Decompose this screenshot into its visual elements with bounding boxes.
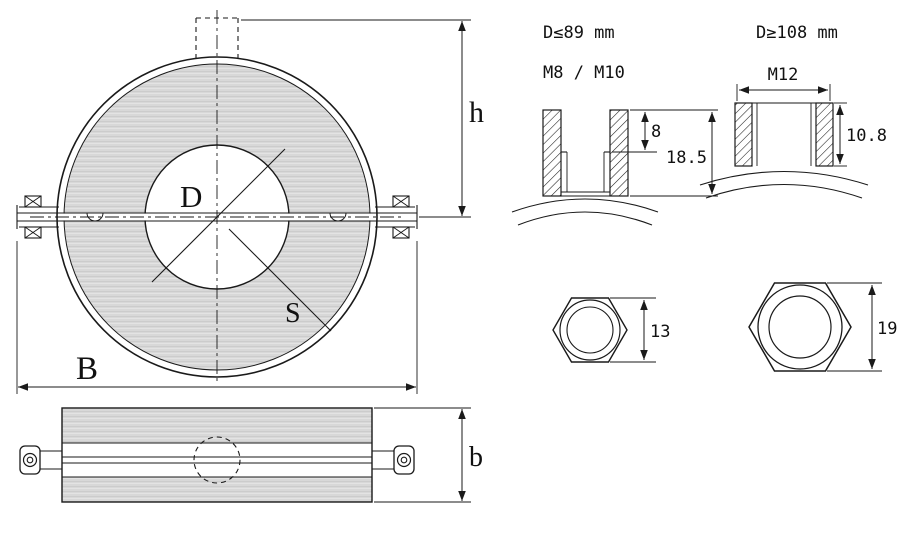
left-end-bracket xyxy=(19,445,62,475)
dimension-B: B xyxy=(16,241,418,394)
dim-h-label: h xyxy=(469,96,484,129)
slab-outline xyxy=(61,407,373,503)
bolt-hole-inner xyxy=(26,456,34,464)
large-boss-thread: M12 xyxy=(768,65,799,85)
top-boss-hidden-outline xyxy=(195,17,239,62)
hidden-boss-circle xyxy=(193,436,241,484)
label-gap-S: S xyxy=(285,298,301,329)
dim-19-label: 19 xyxy=(877,319,897,339)
label-bore-D: D xyxy=(180,179,202,214)
clamp-band xyxy=(62,443,372,477)
right-bolt-assembly xyxy=(375,195,418,239)
hex-outline xyxy=(748,282,852,372)
boss-wall-left xyxy=(542,109,562,197)
side-view xyxy=(19,407,415,503)
detail-small-boss: D≤89 mm M8 / M10 8 18.5 xyxy=(511,23,718,226)
pipe-arc-outer xyxy=(699,170,869,186)
dim-b-label: b xyxy=(469,442,483,473)
dim-10-8-label: 10.8 xyxy=(846,126,887,146)
right-end-bracket xyxy=(372,445,415,475)
boss-wall-right xyxy=(609,109,629,197)
washer-face-circle xyxy=(757,284,843,370)
left-bolt-assembly xyxy=(16,195,59,239)
nut-large: 19 xyxy=(748,282,897,372)
left-notch xyxy=(86,212,104,222)
dimension-h: h xyxy=(241,19,484,218)
small-boss-condition: D≤89 mm xyxy=(543,23,615,43)
bore-diameter-line xyxy=(151,148,286,283)
pipe-arc-outer xyxy=(511,198,659,213)
washer-face-circle xyxy=(559,299,621,361)
nut-small: 13 xyxy=(552,297,670,363)
small-boss-thread: M8 / M10 xyxy=(543,63,625,83)
gap-leader-line xyxy=(228,228,332,332)
boss-wall-left xyxy=(734,102,753,167)
dim-13-label: 13 xyxy=(650,322,670,342)
dim-B-label: B xyxy=(76,351,98,387)
thread-circle xyxy=(566,306,614,354)
hex-outline xyxy=(552,297,628,363)
pipe-arc-inner xyxy=(705,184,863,199)
bolt-hole-inner xyxy=(400,456,408,464)
pipe-arc-inner xyxy=(517,211,653,226)
dim-18-5-label: 18.5 xyxy=(666,148,707,168)
dim-8-label: 8 xyxy=(651,122,661,142)
boss-wall-right xyxy=(815,102,834,167)
large-boss-condition: D≥108 mm xyxy=(756,23,838,43)
thread-circle xyxy=(768,295,832,359)
detail-large-boss: D≥108 mm M12 10.8 xyxy=(699,23,887,199)
dimension-b: b xyxy=(374,407,483,503)
front-view: D S xyxy=(16,10,418,384)
